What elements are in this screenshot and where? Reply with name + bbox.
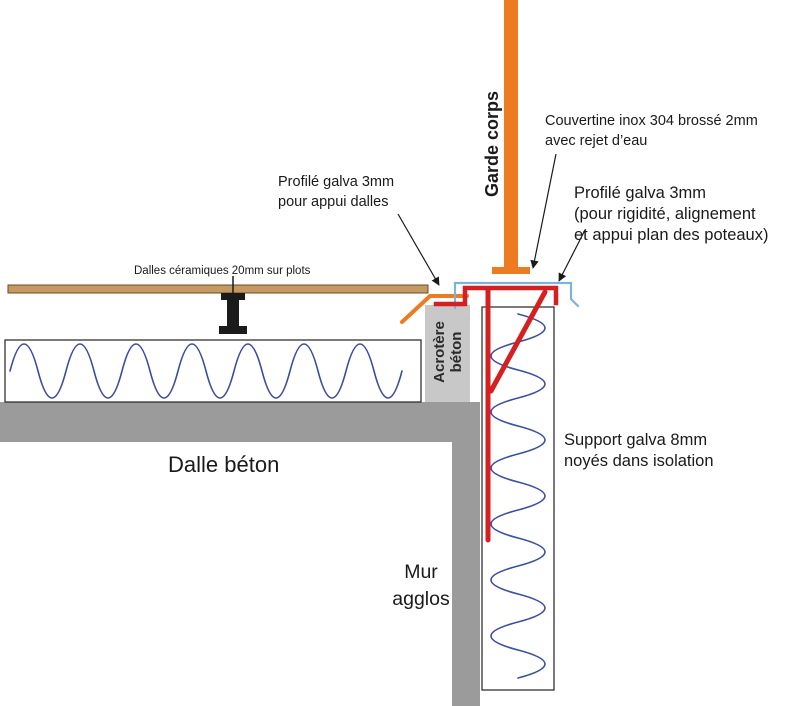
couvertine-label-line2: avec rejet d’eau [545,133,648,149]
arrow-profile-appui [397,213,440,286]
dalles-ceramiques-label: Dalles céramiques 20mm sur plots [134,265,311,277]
concrete-slab-and-wall [0,402,480,706]
acrotere-label-line2: béton [448,331,465,373]
tile-pedestal [219,293,247,334]
mur-agglos-label-line1: Mur [404,561,438,583]
support-galva-label-line1: Support galva 8mm [564,431,708,449]
dalle-beton-label: Dalle béton [168,452,280,477]
arrow-couvertine [530,153,557,269]
profile-rigidite-label: Profilé galva 3mm (pour rigidité, aligne… [574,183,768,246]
acrotere-label: Acrotère béton [431,307,465,397]
couvertine-label-line1: Couvertine inox 304 brossé 2mm [545,113,758,129]
acrotere-block [425,305,470,402]
roof-insulation-wave [9,343,403,399]
support-galva-label-line2: noyés dans isolation [564,452,714,470]
garde-corps-label: Garde corps [482,90,502,197]
garde-corps-post [504,0,518,270]
support-galva-diagonal [488,289,548,394]
mur-agglos-label: Mur agglos [385,559,457,613]
wall-insulation-box [481,306,555,691]
profile-rigidite-label-line3: et appui plan des poteaux) [574,226,769,244]
ceramic-tiles-bar [7,284,429,294]
acrotere-label-line1: Acrotère [431,321,448,383]
couvertine-label: Couvertine inox 304 brossé 2mm avec reje… [545,111,758,151]
mur-agglos-label-line2: agglos [392,588,450,610]
couvertine-shape [453,281,580,310]
arrow-profile-rigidite [558,229,586,282]
profile-rigidite-label-line2: (pour rigidité, alignement [574,205,756,223]
support-galva-label: Support galva 8mm noyés dans isolation [564,430,714,472]
profile-appui-label-line1: Profilé galva 3mm [278,174,395,190]
profile-rigidite-shape [433,285,559,307]
wall-insulation-wave [490,313,546,679]
profile-appui-label: Profilé galva 3mm pour appui dalles [278,172,394,212]
profile-rigidite-label-line1: Profilé galva 3mm [574,184,707,202]
garde-corps-base-plate [492,267,530,274]
profile-appui-label-line2: pour appui dalles [278,194,389,210]
